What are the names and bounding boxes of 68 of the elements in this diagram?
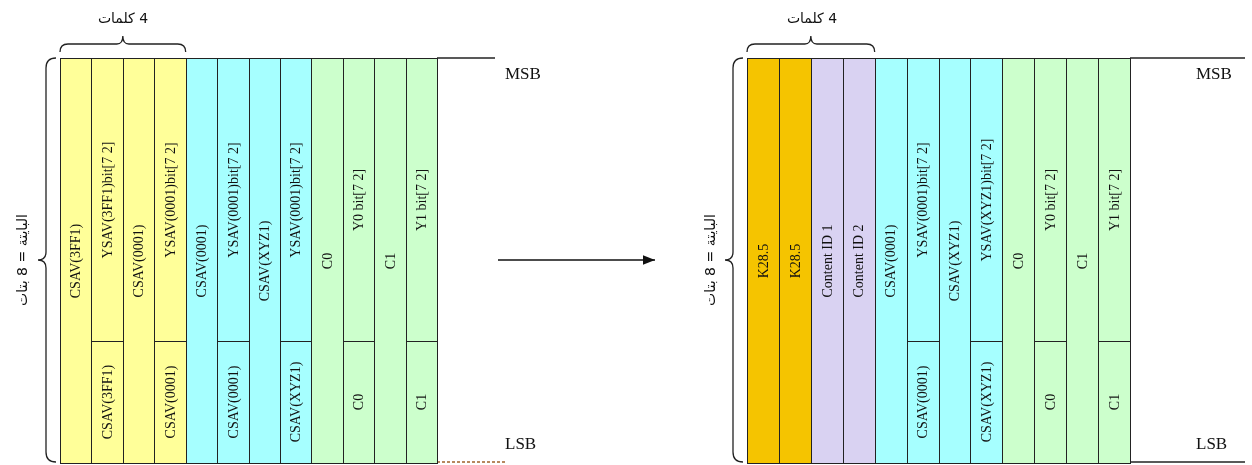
data-field-cell	[91, 58, 125, 343]
data-field-cell	[154, 58, 188, 343]
field-label: YSAV(0001)bit[7 2]	[162, 142, 179, 258]
field-label: C1	[414, 394, 431, 411]
field-label: CSAV(3FF1)	[99, 365, 116, 440]
data-field-cell	[217, 341, 250, 464]
field-label: C0	[1042, 394, 1059, 411]
data-field-cell	[311, 58, 345, 464]
data-field-cell	[970, 58, 1004, 343]
data-field-cell	[1066, 58, 1100, 464]
data-field-cell	[842, 58, 877, 464]
data-field-cell	[970, 341, 1004, 464]
field-label: Content ID 1	[819, 224, 836, 298]
data-field-cell	[154, 341, 188, 464]
field-label: CSAV(XYZ1)	[288, 361, 305, 443]
field-label: C1	[382, 252, 399, 269]
field-label: YSAV(3FF1)bit[7 2]	[99, 141, 116, 259]
data-field-cell	[874, 58, 909, 464]
field-label: C0	[351, 394, 368, 411]
data-field-cell	[374, 58, 408, 464]
lsb-label: LSB	[505, 434, 537, 454]
field-label: CSAV(3FF1)	[68, 223, 85, 298]
field-label: C0	[1011, 252, 1028, 269]
field-label: C1	[1074, 252, 1091, 269]
field-label: YSAV(0001)bit[7 2]	[225, 142, 242, 258]
data-field-cell	[60, 58, 93, 464]
field-label: Y1 bit[7 2]	[414, 169, 431, 232]
field-label: CSAV(0001)	[194, 224, 211, 298]
field-label: CSAV(0001)	[162, 365, 179, 439]
field-label: Y0 bit[7 2]	[1042, 169, 1059, 232]
data-field-cell	[1034, 341, 1068, 464]
byte-size-label: البايتة = 8 بتات	[14, 214, 30, 306]
data-field-cell	[1098, 341, 1132, 464]
data-field-cell	[405, 58, 439, 343]
field-label: C0	[319, 252, 336, 269]
field-label: CSAV(0001)	[131, 224, 148, 298]
field-label: CSAV(0001)	[883, 224, 900, 298]
data-field-cell	[810, 58, 845, 464]
msb-label: MSB	[505, 64, 541, 84]
field-label: K28.5	[755, 243, 772, 279]
byte-size-label: البايتة = 8 بتات	[702, 214, 718, 306]
field-label: CSAV(0001)	[225, 365, 242, 439]
data-field-cell	[217, 58, 250, 343]
field-label: Content ID 2	[851, 224, 868, 298]
field-label: YSAV(0001)bit[7 2]	[288, 142, 305, 258]
data-field-cell	[1002, 58, 1036, 464]
data-field-cell	[1034, 58, 1068, 343]
lsb-label: LSB	[1196, 434, 1228, 454]
field-label: CSAV(0001)	[915, 365, 932, 439]
field-label: K28.5	[787, 243, 804, 279]
data-field-cell	[91, 341, 125, 464]
word-count-label: 4 كلمات	[786, 10, 838, 26]
data-field-cell	[906, 341, 940, 464]
field-label: CSAV(XYZ1)	[256, 220, 273, 302]
word-count-label: 4 كلمات	[97, 10, 149, 26]
field-label: YSAV(XYZ1)bit[7 2]	[979, 138, 996, 262]
field-label: Y1 bit[7 2]	[1106, 169, 1123, 232]
data-field-cell	[747, 58, 781, 464]
msb-label: MSB	[1196, 64, 1232, 84]
data-field-cell	[778, 58, 813, 464]
data-field-cell	[405, 341, 439, 464]
field-label: Y0 bit[7 2]	[351, 169, 368, 232]
field-label: C1	[1106, 394, 1123, 411]
field-label: CSAV(XYZ1)	[979, 361, 996, 443]
field-label: YSAV(0001)bit[7 2]	[915, 142, 932, 258]
data-field-cell	[906, 58, 940, 343]
field-label: CSAV(XYZ1)	[947, 220, 964, 302]
data-field-cell	[1098, 58, 1132, 343]
